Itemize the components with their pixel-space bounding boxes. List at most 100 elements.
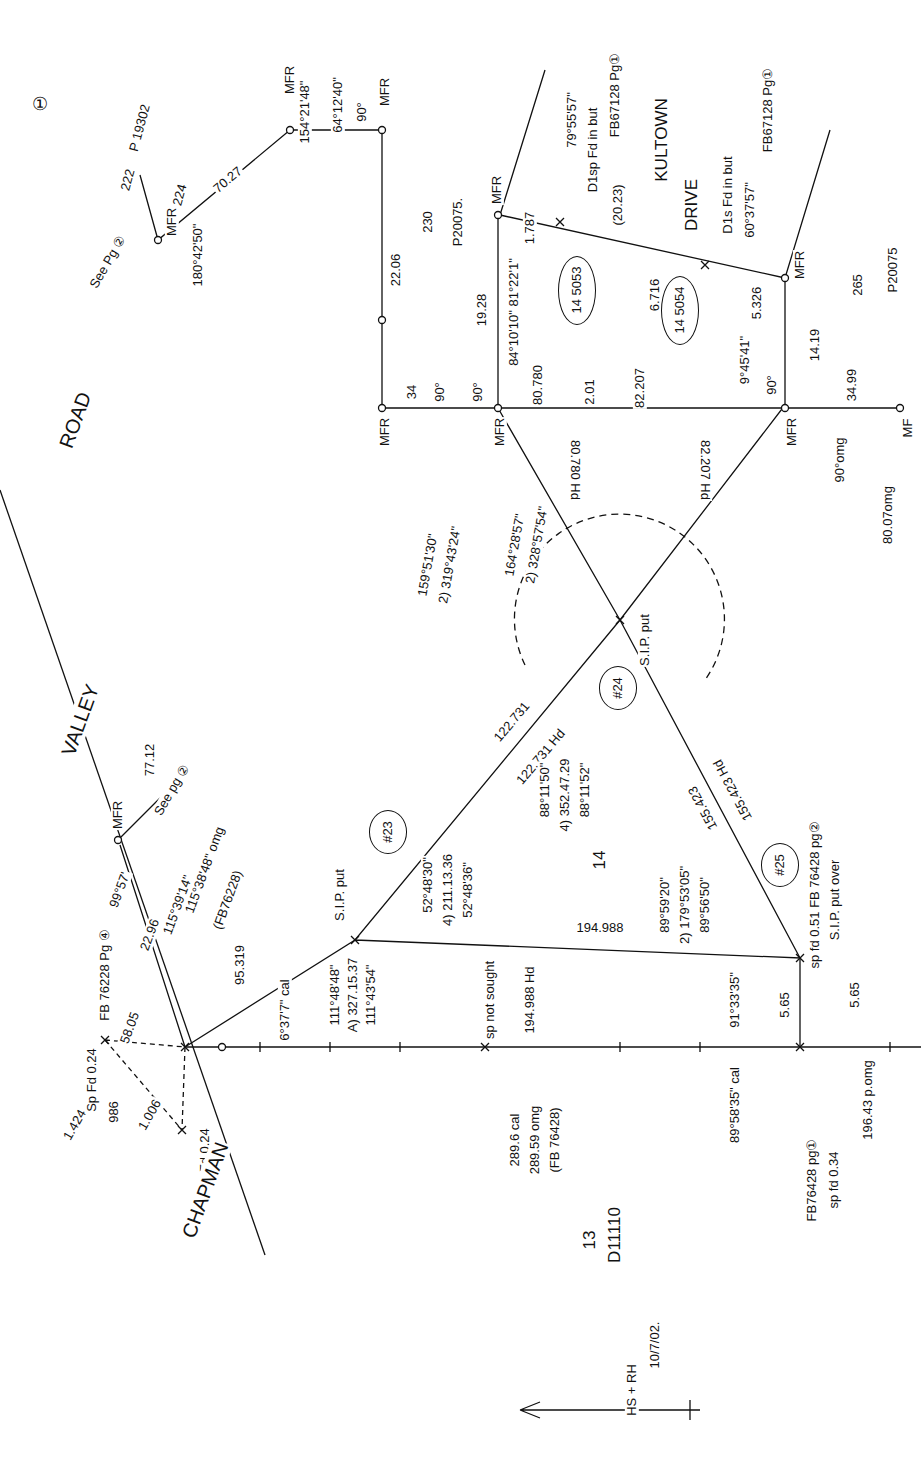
survey-label: 122.731 (491, 699, 533, 746)
survey-label: MFR (793, 250, 807, 280)
survey-label: FB67128 Pg① (761, 67, 775, 153)
survey-label: 60°37'57" (743, 181, 757, 239)
survey-label: 6°37'7" cal (278, 978, 292, 1041)
survey-label: D11110 (606, 1206, 625, 1264)
survey-label: 58.05 (117, 1009, 142, 1046)
callout-number: #25 (773, 854, 787, 876)
survey-label: 34.99 (845, 368, 859, 403)
survey-label: 82.207 (633, 367, 647, 409)
survey-label: FB76428 pg① (805, 1138, 819, 1223)
survey-label: MFR (378, 77, 392, 107)
survey-label: sp fd 0.51 FB 76428 pg② (808, 820, 822, 969)
survey-label: MFR (165, 207, 179, 237)
survey-label: 5.65 (778, 991, 792, 1018)
survey-label: 289.59 omg (528, 1105, 542, 1176)
survey-label: MFR (283, 65, 297, 95)
survey-label: See Pg ② (87, 232, 130, 291)
angle-arc (514, 514, 724, 680)
survey-label: 89°59'20" (658, 876, 672, 934)
survey-label: 70.27 (210, 163, 246, 196)
survey-label: 164°28'57" (502, 512, 527, 578)
road-boundary (0, 490, 265, 1255)
survey-label: See pg ② (151, 761, 193, 819)
survey-label: 79°55'57" (565, 91, 579, 149)
survey-label: ① (31, 95, 49, 115)
survey-label: 89°56'50" (698, 876, 712, 934)
callout-number: 14 5054 (673, 287, 687, 334)
survey-label: sp not sought (483, 960, 497, 1040)
survey-label: 265 (851, 273, 865, 297)
station-callout: 14 5054 (661, 276, 699, 345)
survey-label: D1s Fd in but (721, 155, 735, 234)
survey-label: 91°33'35" (728, 971, 742, 1029)
station-callout: #23 (369, 810, 407, 854)
survey-label: 196.43 p.omg (861, 1059, 875, 1141)
survey-label: KULTOWN (653, 97, 672, 182)
survey-label: Sp Fd 0.24 (85, 1047, 99, 1113)
mark-points (115, 127, 904, 1051)
survey-label: 82.207 Hd (698, 439, 712, 501)
survey-label: 224 (170, 182, 190, 209)
survey-label: 111°48'48" (328, 964, 342, 1027)
survey-label: 1.787 (523, 211, 537, 246)
survey-label: 230 (421, 210, 435, 234)
survey-label: 99°57' (107, 869, 134, 910)
traverse-lines (185, 620, 800, 1047)
survey-label: FB 76228 Pg ④ (98, 928, 112, 1022)
survey-label: FB67128 Pg① (608, 52, 622, 138)
survey-label: 80.780 Hd (568, 439, 582, 501)
survey-label: 155.423 (685, 783, 721, 833)
station-callout: 14 5053 (558, 256, 596, 325)
survey-label: 180°42'50" (191, 223, 205, 288)
survey-label: 2) 179°53'05" (678, 865, 692, 945)
traverse-line (185, 1046, 921, 1047)
survey-label: P 19302 (127, 102, 154, 154)
survey-label: 64°12'40" (331, 76, 345, 134)
survey-label: 289.6 cal (508, 1113, 522, 1168)
callout-number: 14 5053 (570, 267, 584, 314)
survey-label: 80.07omg (881, 485, 895, 545)
survey-label: HS + RH (625, 1363, 639, 1417)
north-arrow (520, 1400, 700, 1420)
survey-label: 986 (107, 1100, 121, 1124)
survey-label: P20075. (451, 197, 465, 247)
survey-label: MFR (490, 175, 504, 205)
callout-number: #23 (381, 821, 395, 843)
survey-label: MFR (493, 417, 507, 447)
survey-label: 19.28 (475, 293, 489, 328)
survey-label: 1.006 (135, 1096, 165, 1133)
survey-label: S.I.P. put (333, 868, 347, 922)
callout-number: #24 (611, 677, 625, 699)
survey-label: 90° (471, 381, 485, 403)
lot-boundary (140, 130, 290, 240)
survey-label: 222 (118, 167, 138, 194)
survey-label: D1sp Fd in but (586, 107, 600, 194)
road-frontage (500, 70, 830, 278)
survey-label: VALLEY (57, 680, 104, 759)
survey-label: 155.423 Hd (710, 756, 755, 824)
survey-label: 84°10'10" 81°22'1" (507, 257, 521, 367)
survey-label: 88°11'50" (538, 762, 552, 819)
survey-label: (20.23) (611, 183, 625, 226)
survey-label: 22.06 (389, 253, 403, 288)
survey-label: 6.716 (648, 278, 662, 313)
survey-label: A) 327.15.37 (346, 957, 360, 1033)
survey-label: (FB 76428) (548, 1106, 562, 1173)
survey-label: 154°21'48" (298, 80, 312, 145)
survey-label: 88°11'52" (578, 762, 592, 819)
survey-label: 1.424 (60, 1106, 90, 1143)
survey-label: 4) 211.13.36 (441, 853, 455, 927)
survey-label: P20075 (886, 247, 900, 294)
survey-label: S.I.P. put (638, 613, 652, 667)
radiation-lines (498, 405, 785, 620)
survey-label: 77.12 (143, 743, 157, 778)
survey-label: sp fd 0.34 (827, 1150, 841, 1209)
survey-label: 52°48'30" (421, 856, 435, 914)
survey-label: 4) 352.47.29 (558, 757, 572, 832)
survey-label: 194.988 (576, 921, 625, 935)
survey-label: 90° (765, 374, 779, 396)
station-callout: #25 (761, 843, 799, 887)
survey-label: 89°58'35" cal (728, 1066, 742, 1144)
survey-label: 90° (355, 101, 369, 123)
survey-label: (FB76228) (210, 868, 245, 932)
